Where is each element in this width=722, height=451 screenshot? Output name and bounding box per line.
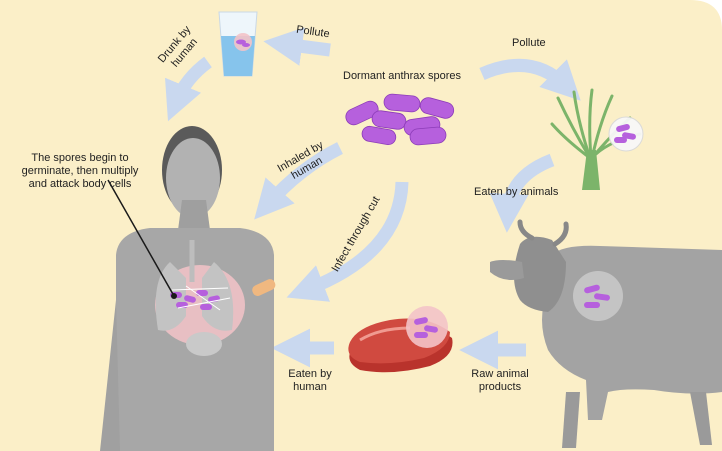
germinate-callout: The spores begin to germinate, then mult…: [6, 152, 154, 191]
germinate-line-3: and attack body cells: [6, 178, 154, 191]
raw-animal-products-label: Raw animal products: [460, 368, 540, 394]
eaten-by-human-label: Eaten by human: [280, 368, 340, 394]
eaten-by-animals-label: Eaten by animals: [474, 186, 558, 199]
germinate-line-2: germinate, then multiply: [6, 165, 154, 178]
raw-line-2: products: [460, 381, 540, 394]
water-glass: [219, 12, 257, 76]
eaten-human-line-2: human: [280, 381, 340, 394]
raw-line-1: Raw animal: [460, 368, 540, 381]
pollute-right-label: Pollute: [512, 37, 546, 50]
eaten-human-line-1: Eaten by: [280, 368, 340, 381]
arrow-pollute-water: [284, 44, 330, 50]
germinate-line-1: The spores begin to: [6, 152, 154, 165]
spores-label: Dormant anthrax spores: [328, 70, 476, 83]
